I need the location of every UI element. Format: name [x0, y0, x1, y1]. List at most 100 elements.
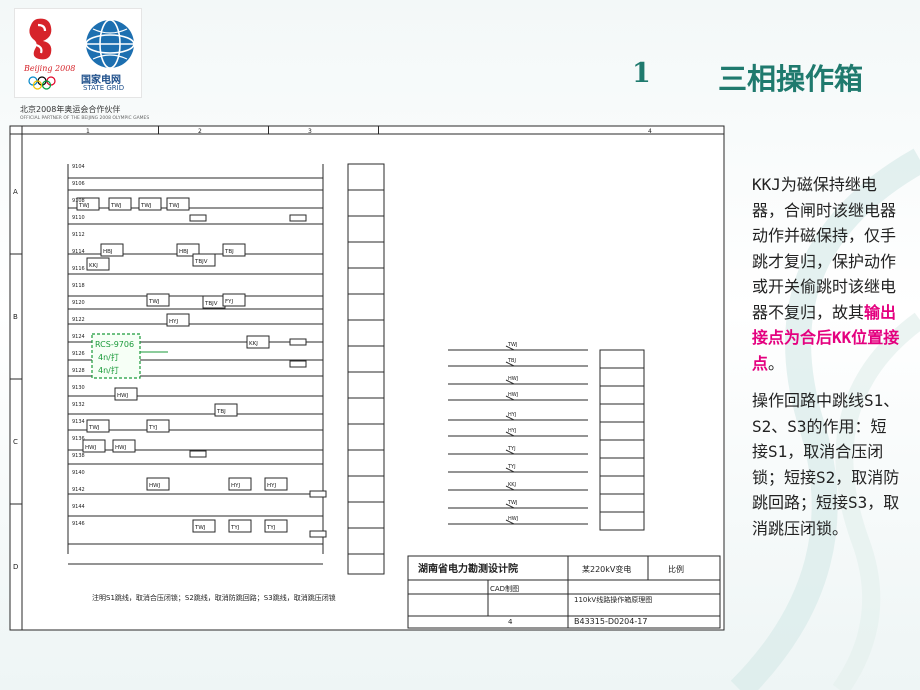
relay-label: TBJV: [204, 301, 218, 307]
relay-coil-box: [146, 477, 170, 491]
title-block-drawing-title: 110kV线路操作箱原理图: [574, 595, 652, 604]
contact-switch: [505, 361, 515, 367]
state-grid-name-cn: 国家电网: [81, 75, 121, 86]
resistor: [189, 450, 207, 458]
explanation-notes: KKJ为磁保持继电器，合闸时该继电器动作并磁保持，仅手跳才复归，保护动作或开关偷…: [752, 172, 902, 553]
relay-label: TWJ: [110, 203, 122, 209]
contact-switch: [505, 503, 515, 509]
terminal-label: 9116: [72, 266, 85, 272]
relay-label: HBJ: [103, 249, 113, 255]
relay-coil-box: [192, 253, 216, 267]
relay-coil-box: [222, 243, 246, 257]
row-label: D: [13, 563, 18, 571]
notes-paragraph-kkj: KKJ为磁保持继电器，合闸时该继电器动作并磁保持，仅手跳才复归，保护动作或开关偷…: [752, 172, 902, 376]
slide-title: 三相操作箱: [718, 62, 864, 96]
terminal-label: 9134: [72, 419, 85, 425]
contact-switch: [505, 395, 515, 401]
terminal-labels: 9104910691089110911291149116911891209122…: [72, 164, 85, 527]
terminal-label: 9114: [72, 249, 85, 255]
relay-coil-box: [86, 419, 110, 433]
relay-label: HWJ: [85, 445, 97, 451]
contact-label: HWJ: [508, 392, 518, 398]
resistor: [289, 338, 307, 346]
relay-label: TWJ: [78, 203, 90, 209]
contact-switch: [505, 449, 515, 455]
partner-text-en: OFFICIAL PARTNER OF THE BEIJING 2008 OLY…: [20, 116, 150, 121]
resistor: [289, 214, 307, 222]
relay-label: TWJ: [168, 203, 180, 209]
terminal-label: 9128: [72, 368, 85, 374]
resistor: [309, 530, 327, 538]
relay-coil-box: [100, 243, 124, 257]
contact-switch: [505, 379, 515, 385]
relay-label: HYJ: [267, 483, 276, 489]
relay-coil-box: [176, 243, 200, 257]
contact-switch: [505, 519, 515, 525]
contact-label: HWJ: [508, 516, 518, 522]
notes-paragraph-jumpers: 操作回路中跳线S1、S2、S3的作用：短接S1，取消合压闭锁；短接S2，取消防跳…: [752, 391, 900, 538]
column-label: 2: [198, 128, 202, 135]
relay-coil-box: [82, 439, 106, 453]
relay-coil-box: [166, 313, 190, 327]
row-label: C: [13, 438, 18, 446]
terminal-label: 9112: [72, 232, 85, 238]
logo-area: Beijing 2008 国家电网 STATE GRID 北京2008年奥运会合…: [10, 8, 149, 121]
contact-switch: [505, 345, 515, 351]
relay-label: HWJ: [115, 445, 127, 451]
diagram-bottom-note: 注明S1跳线，取消合压闭锁；S2跳线，取消防跳回路；S3跳线，取消跳压闭锁: [92, 593, 336, 602]
drawing-title-block: 湖南省电力勘测设计院 某220kV变电 比例 CAD制图 110kV线路操作箱原…: [407, 555, 721, 629]
relay-label: TYJ: [266, 525, 276, 531]
terminal-label: 9126: [72, 351, 85, 357]
terminal-label: 9146: [72, 521, 85, 527]
relay-coil-box: [228, 519, 252, 533]
relay-coil-box: [76, 197, 100, 211]
relay-coil-box: [192, 519, 216, 533]
relay-coil-box: [146, 419, 170, 433]
relay-label: TYJ: [148, 425, 158, 431]
terminal-label: 9108: [72, 198, 85, 204]
row-label: A: [13, 188, 18, 196]
relay-label: TBJ: [216, 409, 226, 415]
rcs-annotation-box: RCS-9706 4n/打 4n/打: [91, 333, 141, 379]
relay-coil-box: [228, 477, 252, 491]
relay-label: TYJ: [230, 525, 240, 531]
column-label: 3: [308, 128, 312, 135]
relay-label: TWJ: [88, 425, 100, 431]
relay-coil-box: [264, 477, 288, 491]
relay-label: HWJ: [149, 483, 161, 489]
title-block-cad: CAD制图: [490, 584, 519, 593]
relay-label: KKJ: [89, 263, 98, 269]
contact-switch: [505, 485, 515, 491]
terminal-label: 9106: [72, 181, 85, 187]
terminal-label: 9120: [72, 300, 85, 306]
column-label: 1: [86, 128, 90, 135]
notes-p1-highlight: 输出接点为合后KK位置接点: [752, 302, 900, 373]
contact-label: TWJ: [507, 342, 517, 348]
terminal-label: 9104: [72, 164, 85, 170]
rcs-annotation-line-2: 4n/打: [98, 352, 119, 362]
terminal-label: 9136: [72, 436, 85, 442]
title-block-voltage: 某220kV变电: [582, 564, 631, 574]
contact-label: HYJ: [508, 428, 516, 434]
partner-text-cn: 北京2008年奥运会合作伙伴: [20, 105, 121, 114]
title-block-scale: 比例: [668, 564, 684, 574]
contact-label: KKJ: [508, 482, 516, 488]
relay-label: HYJ: [169, 319, 178, 325]
relay-label: HYJ: [231, 483, 240, 489]
relay-coil-box: [86, 257, 110, 271]
relay-label: TWJ: [148, 299, 160, 305]
beijing-2008-emblem: Beijing 2008: [23, 18, 75, 90]
relay-coil-box: [246, 335, 270, 349]
contact-label: HYJ: [508, 412, 516, 418]
rcs-annotation-line-3: 4n/打: [98, 365, 119, 375]
relay-coil-box: [264, 519, 288, 533]
resistor: [189, 214, 207, 222]
rcs-annotation-line-1: RCS-9706: [95, 340, 134, 349]
terminal-label: 9124: [72, 334, 85, 340]
relay-coil-box: [108, 197, 132, 211]
contact-label: TWJ: [507, 500, 517, 506]
terminal-label: 9140: [72, 470, 85, 476]
relay-coil-box: [166, 197, 190, 211]
resistor: [309, 490, 327, 498]
